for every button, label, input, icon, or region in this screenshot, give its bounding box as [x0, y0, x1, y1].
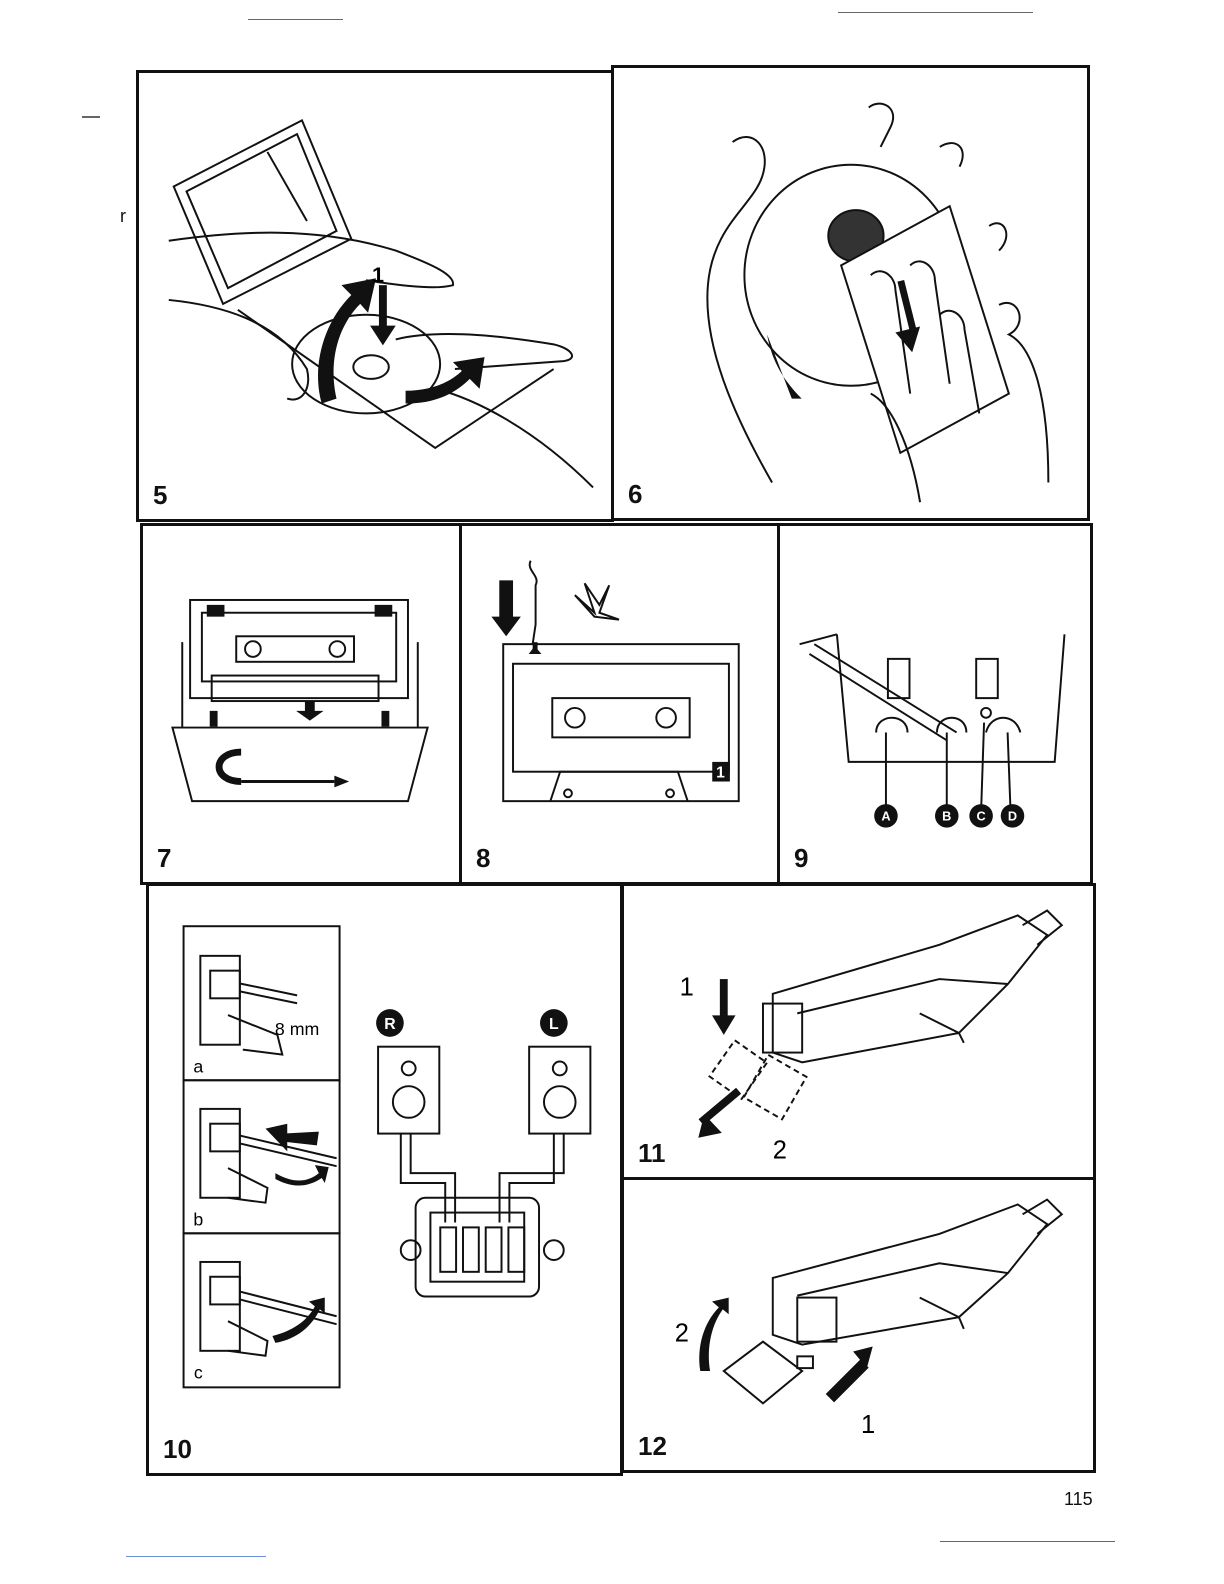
channel-l: L: [549, 1016, 559, 1033]
label-c: C: [976, 809, 985, 824]
step-label-2: 2: [675, 1320, 689, 1348]
page-number: 115: [1064, 1489, 1093, 1510]
figure-number: 8: [476, 843, 490, 874]
sub-label-b: b: [193, 1209, 203, 1229]
step-label-1: 1: [680, 974, 694, 1002]
label-d: D: [1008, 809, 1017, 824]
figure-12: 2 1 12: [621, 1177, 1096, 1473]
figure-9: A B C D 9: [777, 523, 1093, 885]
figure-7: 7: [140, 523, 462, 885]
step-label-2: 2: [773, 1136, 787, 1164]
figure-10: R L 8 mm a b c 10: [146, 883, 623, 1476]
figure-number: 9: [794, 843, 808, 874]
scan-mark: [82, 116, 100, 118]
stylus-insert-illustration: 2 1: [624, 1180, 1093, 1470]
figure-8: 1 8: [459, 523, 780, 885]
figure-number: 5: [153, 480, 167, 511]
figure-number: 6: [628, 479, 642, 510]
scan-mark: [126, 1556, 266, 1557]
figure-number: 7: [157, 843, 171, 874]
speaker-connection-illustration: R L 8 mm a b c: [149, 886, 620, 1473]
label-b: B: [942, 809, 951, 824]
measure-label: 8 mm: [275, 1019, 319, 1039]
figure-number: 11: [638, 1138, 666, 1169]
scan-mark: [940, 1541, 1115, 1542]
label-a: A: [881, 809, 890, 824]
scan-mark: [838, 12, 1033, 13]
disc-loading-illustration: 1: [139, 73, 611, 519]
disc-cleaning-illustration: [614, 68, 1087, 518]
sub-label-a: a: [193, 1056, 203, 1076]
scan-mark: [248, 19, 343, 20]
step-label: 1: [372, 262, 384, 287]
sub-label-c: c: [194, 1362, 203, 1382]
figure-number: 10: [163, 1434, 192, 1465]
figure-11: 1 2 11: [621, 883, 1096, 1180]
figure-number: 12: [638, 1431, 667, 1462]
channel-r: R: [384, 1016, 396, 1033]
stylus-removal-illustration: 1 2: [624, 886, 1093, 1177]
figure-5: 1 5: [136, 70, 614, 522]
step-label-1: 1: [861, 1411, 875, 1439]
margin-mark: r: [120, 206, 126, 227]
cassette-tab-illustration: 1: [462, 526, 777, 882]
figure-6: 6: [611, 65, 1090, 521]
tab-label: 1: [716, 765, 725, 782]
tape-head-cleaning-illustration: A B C D: [780, 526, 1090, 882]
cassette-insert-illustration: [143, 526, 459, 882]
